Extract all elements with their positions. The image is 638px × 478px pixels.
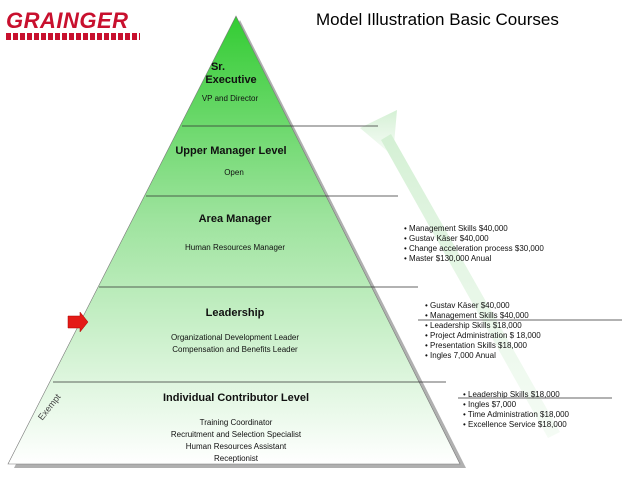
list-item: • Time Administration $18,000 <box>463 410 569 419</box>
current-level-arrow-icon <box>67 311 89 333</box>
list-item: • Gustav Käser $40,000 <box>404 234 489 243</box>
growth-arrow-shaft <box>381 134 560 438</box>
level-title-individual: Individual Contributor Level <box>162 392 310 404</box>
list-item: • Leadership Skills $18,000 <box>463 390 560 399</box>
level-subtitle-individual-3: Human Resources Assistant <box>185 442 287 451</box>
level-title-upper-manager: Upper Manager Level <box>175 145 287 157</box>
list-item: • Presentation Skills $18,000 <box>425 341 527 350</box>
level-subtitle-leadership-2: Compensation and Benefits Leader <box>172 345 298 354</box>
list-item: • Change acceleration process $30,000 <box>404 244 544 253</box>
list-item: • Project Administration $ 18,000 <box>425 331 541 340</box>
level-subtitle-individual-1: Training Coordinator <box>199 418 273 427</box>
level-subtitle-area-manager: Human Resources Manager <box>184 243 286 252</box>
level-subtitle-individual-4: Receptionist <box>213 454 259 463</box>
list-item: • Management Skills $40,000 <box>404 224 508 233</box>
page-title: Model Illustration Basic Courses <box>316 10 559 29</box>
list-item: • Master $130,000 Anual <box>404 254 492 263</box>
list-item: • Management Skills $40,000 <box>425 311 529 320</box>
level-title-executive-line2: Executive <box>205 74 257 86</box>
list-item: • Leadership Skills $18,000 <box>425 321 522 330</box>
growth-arrow <box>360 110 560 438</box>
level-title-executive-line1: Sr. <box>210 61 226 73</box>
pyramid-body <box>7 15 461 465</box>
list-item: • Ingles $7,000 <box>463 400 517 409</box>
level-title-area-manager: Area Manager <box>198 213 272 225</box>
company-logo: GRAINGER <box>6 8 129 33</box>
level-subtitle-upper-manager: Open <box>224 168 244 177</box>
level-subtitle-individual-2: Recruitment and Selection Specialist <box>170 430 302 439</box>
level-subtitle-executive: VP and Director <box>201 94 259 103</box>
course-list-leadership: • Gustav Käser $40,000 • Management Skil… <box>425 301 541 361</box>
logo-stripe <box>6 33 140 40</box>
list-item: • Gustav Käser $40,000 <box>425 301 510 310</box>
level-subtitle-leadership-1: Organizational Development Leader <box>170 333 300 342</box>
list-item: • Ingles 7,000 Anual <box>425 351 496 360</box>
level-title-leadership: Leadership <box>205 307 265 319</box>
list-item: • Excellence Service $18,000 <box>463 420 567 429</box>
course-list-individual: • Leadership Skills $18,000 • Ingles $7,… <box>463 390 569 430</box>
course-list-area-manager: • Management Skills $40,000 • Gustav Käs… <box>404 224 544 264</box>
